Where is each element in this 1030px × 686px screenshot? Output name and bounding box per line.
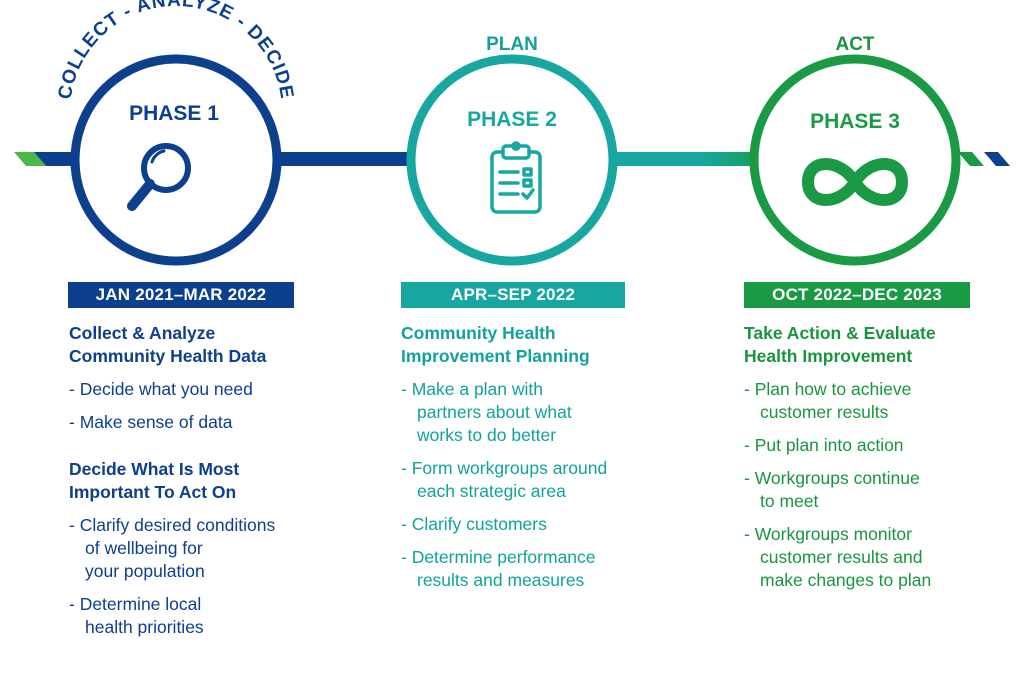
phase-3-heading: Take Action & Evaluate Health Improvemen… <box>744 323 936 366</box>
list-item: - Workgroups monitor customer results an… <box>744 524 932 590</box>
clipboard-checklist-icon <box>490 141 542 214</box>
phase-3-list: - Plan how to achieve customer results -… <box>744 378 1024 592</box>
phase-1-heading-2: Decide What Is Most Important To Act On <box>69 459 240 502</box>
phase-3-title: PHASE 3 <box>810 110 900 133</box>
phase-2-list: - Make a plan with partners about what w… <box>401 378 701 592</box>
list-item: - Clarify customers <box>401 514 547 534</box>
phase-2-heading: Community Health Improvement Planning <box>401 323 590 366</box>
right-chevron-decoration <box>958 152 1010 166</box>
phase-1-heading-1: Collect & Analyze Community Health Data <box>69 323 267 366</box>
act-label: ACT <box>835 34 875 55</box>
phase-3-details: Take Action & Evaluate Health Improvemen… <box>744 322 1024 602</box>
list-item: - Determine performance results and meas… <box>401 547 596 590</box>
phase-1-list-2: - Clarify desired conditions of wellbein… <box>69 514 369 639</box>
list-item: - Plan how to achieve customer results <box>744 379 912 422</box>
list-item: - Make sense of data <box>69 412 233 432</box>
list-item: - Decide what you need <box>69 379 253 399</box>
list-item: - Determine local health priorities <box>69 594 204 637</box>
phase-1-list-1: - Decide what you need - Make sense of d… <box>69 378 369 434</box>
phase-3-dates-badge: OCT 2022–DEC 2023 <box>744 282 970 308</box>
list-item: - Clarify desired conditions of wellbein… <box>69 515 276 581</box>
phase-2-details: Community Health Improvement Planning - … <box>401 322 701 602</box>
phase-3-circle <box>749 54 961 266</box>
phase-1-details: Collect & Analyze Community Health Data … <box>69 322 369 649</box>
phase-1-dates-badge: JAN 2021–MAR 2022 <box>68 282 294 308</box>
phase-2-title: PHASE 2 <box>467 108 557 131</box>
phase-2-dates-badge: APR–SEP 2022 <box>401 282 625 308</box>
list-item: - Make a plan with partners about what w… <box>401 379 572 445</box>
list-item: - Put plan into action <box>744 435 904 455</box>
list-item: - Workgroups continue to meet <box>744 468 920 511</box>
plan-label: PLAN <box>486 34 538 55</box>
magnifying-glass-icon <box>127 143 191 211</box>
infinity-icon <box>802 158 908 206</box>
phase-2-circle <box>406 54 618 266</box>
phase-1-title: PHASE 1 <box>129 102 219 125</box>
list-item: - Form workgroups around each strategic … <box>401 458 608 501</box>
